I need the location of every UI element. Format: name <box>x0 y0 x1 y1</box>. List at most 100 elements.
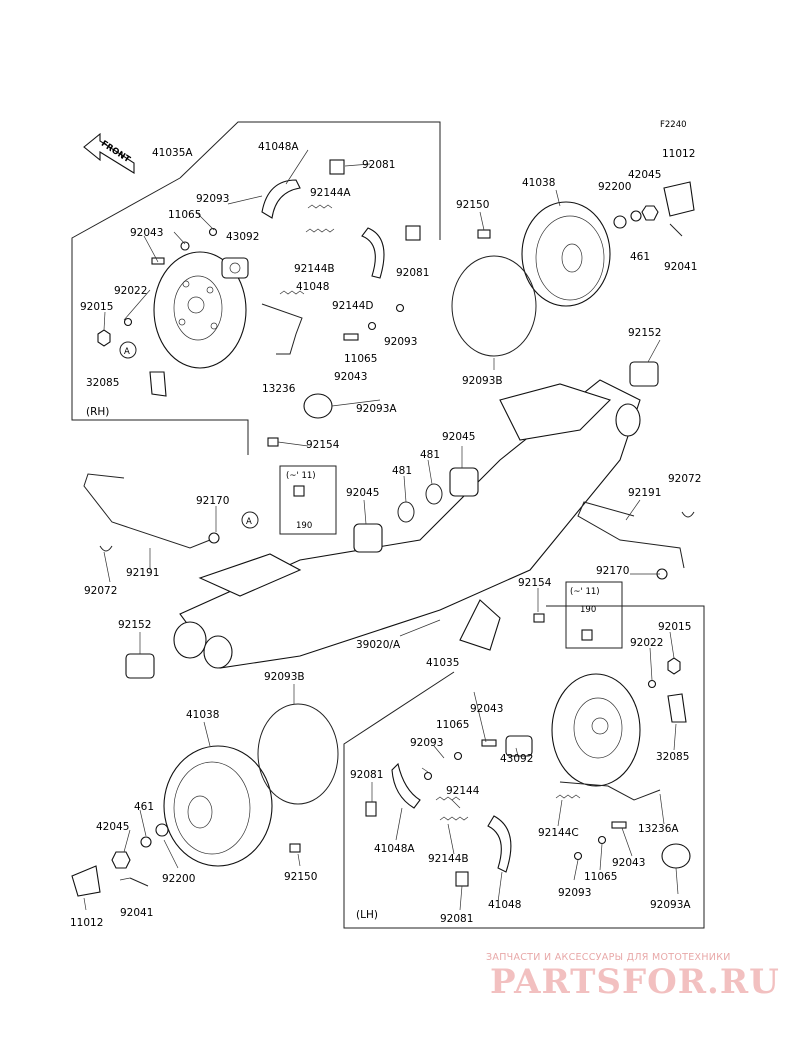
rh-brake-shoe-lower <box>361 227 385 279</box>
front-arrow-icon: FRONT <box>83 132 135 174</box>
svg-text:A: A <box>246 517 252 527</box>
part-label: 11065 <box>436 719 469 731</box>
part-label: 92072 <box>84 585 117 597</box>
lh-brake-shoe-lower <box>487 815 512 873</box>
part-label: 92152 <box>118 619 151 631</box>
part-label: 92200 <box>162 873 195 885</box>
inset-range: (~' 11) <box>286 471 316 481</box>
lh-wheel-cylinder <box>505 735 533 757</box>
rh-brake-drum <box>521 201 611 307</box>
watermark-logo: PARTSFOR.RU <box>490 962 780 1002</box>
rh-spring-92144A <box>307 204 333 209</box>
rh-small-parts <box>97 159 421 447</box>
part-label: 92081 <box>396 267 429 279</box>
bushing-92152-lower <box>125 653 155 679</box>
rh-seal-ring <box>451 255 537 357</box>
part-label: 92144A <box>310 187 351 199</box>
svg-text:A: A <box>124 347 130 357</box>
part-label: 92093B <box>264 671 305 683</box>
part-label: 92045 <box>442 431 475 443</box>
rh-wheel-cylinder <box>221 257 249 279</box>
part-label: 92093 <box>558 887 591 899</box>
part-label: 92093 <box>196 193 229 205</box>
rh-hub-parts <box>477 181 695 239</box>
part-label: 92093 <box>384 336 417 348</box>
inset-190-upper: (~' 11) 190 <box>279 465 337 535</box>
part-label: 92144B <box>294 263 335 275</box>
part-label: 92144 <box>446 785 480 797</box>
part-label: 41048 <box>488 899 521 911</box>
leader-lines <box>83 149 679 911</box>
lh-backing-plate <box>551 673 641 787</box>
lh-brake-shoe-upper <box>391 762 421 809</box>
part-label: 92043 <box>612 857 645 869</box>
callout-a-marker: A A <box>119 341 259 529</box>
breather-hose-left <box>83 473 220 552</box>
ring-481-a <box>425 483 443 505</box>
inset-range: (~' 11) <box>570 587 600 597</box>
lh-brake-region: (LH) <box>343 605 705 929</box>
part-label: 42045 <box>96 821 129 833</box>
part-label: 41038 <box>186 709 219 721</box>
inset-part: 190 <box>580 605 596 615</box>
lh-seal-ring <box>257 703 339 805</box>
part-label: 461 <box>630 251 650 263</box>
part-label: 92041 <box>120 907 153 919</box>
part-label: 39020/A <box>356 639 401 651</box>
part-label: 92045 <box>346 487 379 499</box>
part-label: 461 <box>134 801 154 813</box>
rh-brake-region: (RH) <box>71 121 441 455</box>
watermark: ЗАПЧАСТИ И АКСЕССУАРЫ ДЛЯ МОТОТЕХНИКИ PA… <box>484 952 784 1012</box>
part-label: 92150 <box>456 199 489 211</box>
part-label: 41038 <box>522 177 555 189</box>
part-label: 92154 <box>518 577 552 589</box>
part-label: 11065 <box>168 209 201 221</box>
part-label: 92144B <box>428 853 469 865</box>
part-label: 92081 <box>350 769 383 781</box>
bushing-92045-lower <box>353 523 383 553</box>
lh-hub-parts <box>71 823 301 897</box>
lh-small-parts <box>365 613 691 887</box>
part-label: 41035A <box>152 147 193 159</box>
lh-brake-drum <box>163 745 273 867</box>
part-label: 92150 <box>284 871 317 883</box>
rh-brake-shoe-upper <box>261 179 301 219</box>
figure-code: F2240 <box>660 120 687 130</box>
rh-spring-92144D <box>279 290 305 295</box>
part-label: 13236A <box>638 823 679 835</box>
inset-part: 190 <box>296 521 312 531</box>
part-label: 92081 <box>440 913 473 925</box>
inset-190-lower: (~' 11) 190 <box>565 581 623 649</box>
part-label: 92144C <box>538 827 579 839</box>
rh-lever <box>261 303 303 355</box>
part-label: 92152 <box>628 327 661 339</box>
part-label: 92015 <box>658 621 691 633</box>
part-label: 481 <box>392 465 412 477</box>
part-label: 481 <box>420 449 440 461</box>
lh-springs <box>435 794 581 821</box>
part-label: 11012 <box>662 148 695 160</box>
part-label: 41048A <box>258 141 299 153</box>
part-label: 92041 <box>664 261 697 273</box>
part-label: 41048A <box>374 843 415 855</box>
part-label: 92043 <box>130 227 163 239</box>
part-label: 92043 <box>334 371 367 383</box>
part-label: 92154 <box>306 439 340 451</box>
part-label: 43092 <box>500 753 533 765</box>
part-label: 13236 <box>262 383 296 395</box>
part-label: 92191 <box>628 487 661 499</box>
part-label: 92043 <box>470 703 503 715</box>
lh-side-label: (LH) <box>356 909 378 921</box>
part-labels: 41035A 41048A 92081 92093 92144A 11065 9… <box>70 141 701 929</box>
part-label: 92022 <box>630 637 663 649</box>
part-label: 11012 <box>70 917 103 929</box>
rh-backing-plate <box>153 251 247 369</box>
lh-lever <box>559 781 661 801</box>
part-label: 32085 <box>656 751 689 763</box>
part-label: 92093 <box>410 737 443 749</box>
part-label: 92081 <box>362 159 395 171</box>
part-label: 92144D <box>332 300 374 312</box>
part-label: 92200 <box>598 181 631 193</box>
part-label: 92191 <box>126 567 159 579</box>
part-label: 92093A <box>650 899 691 911</box>
